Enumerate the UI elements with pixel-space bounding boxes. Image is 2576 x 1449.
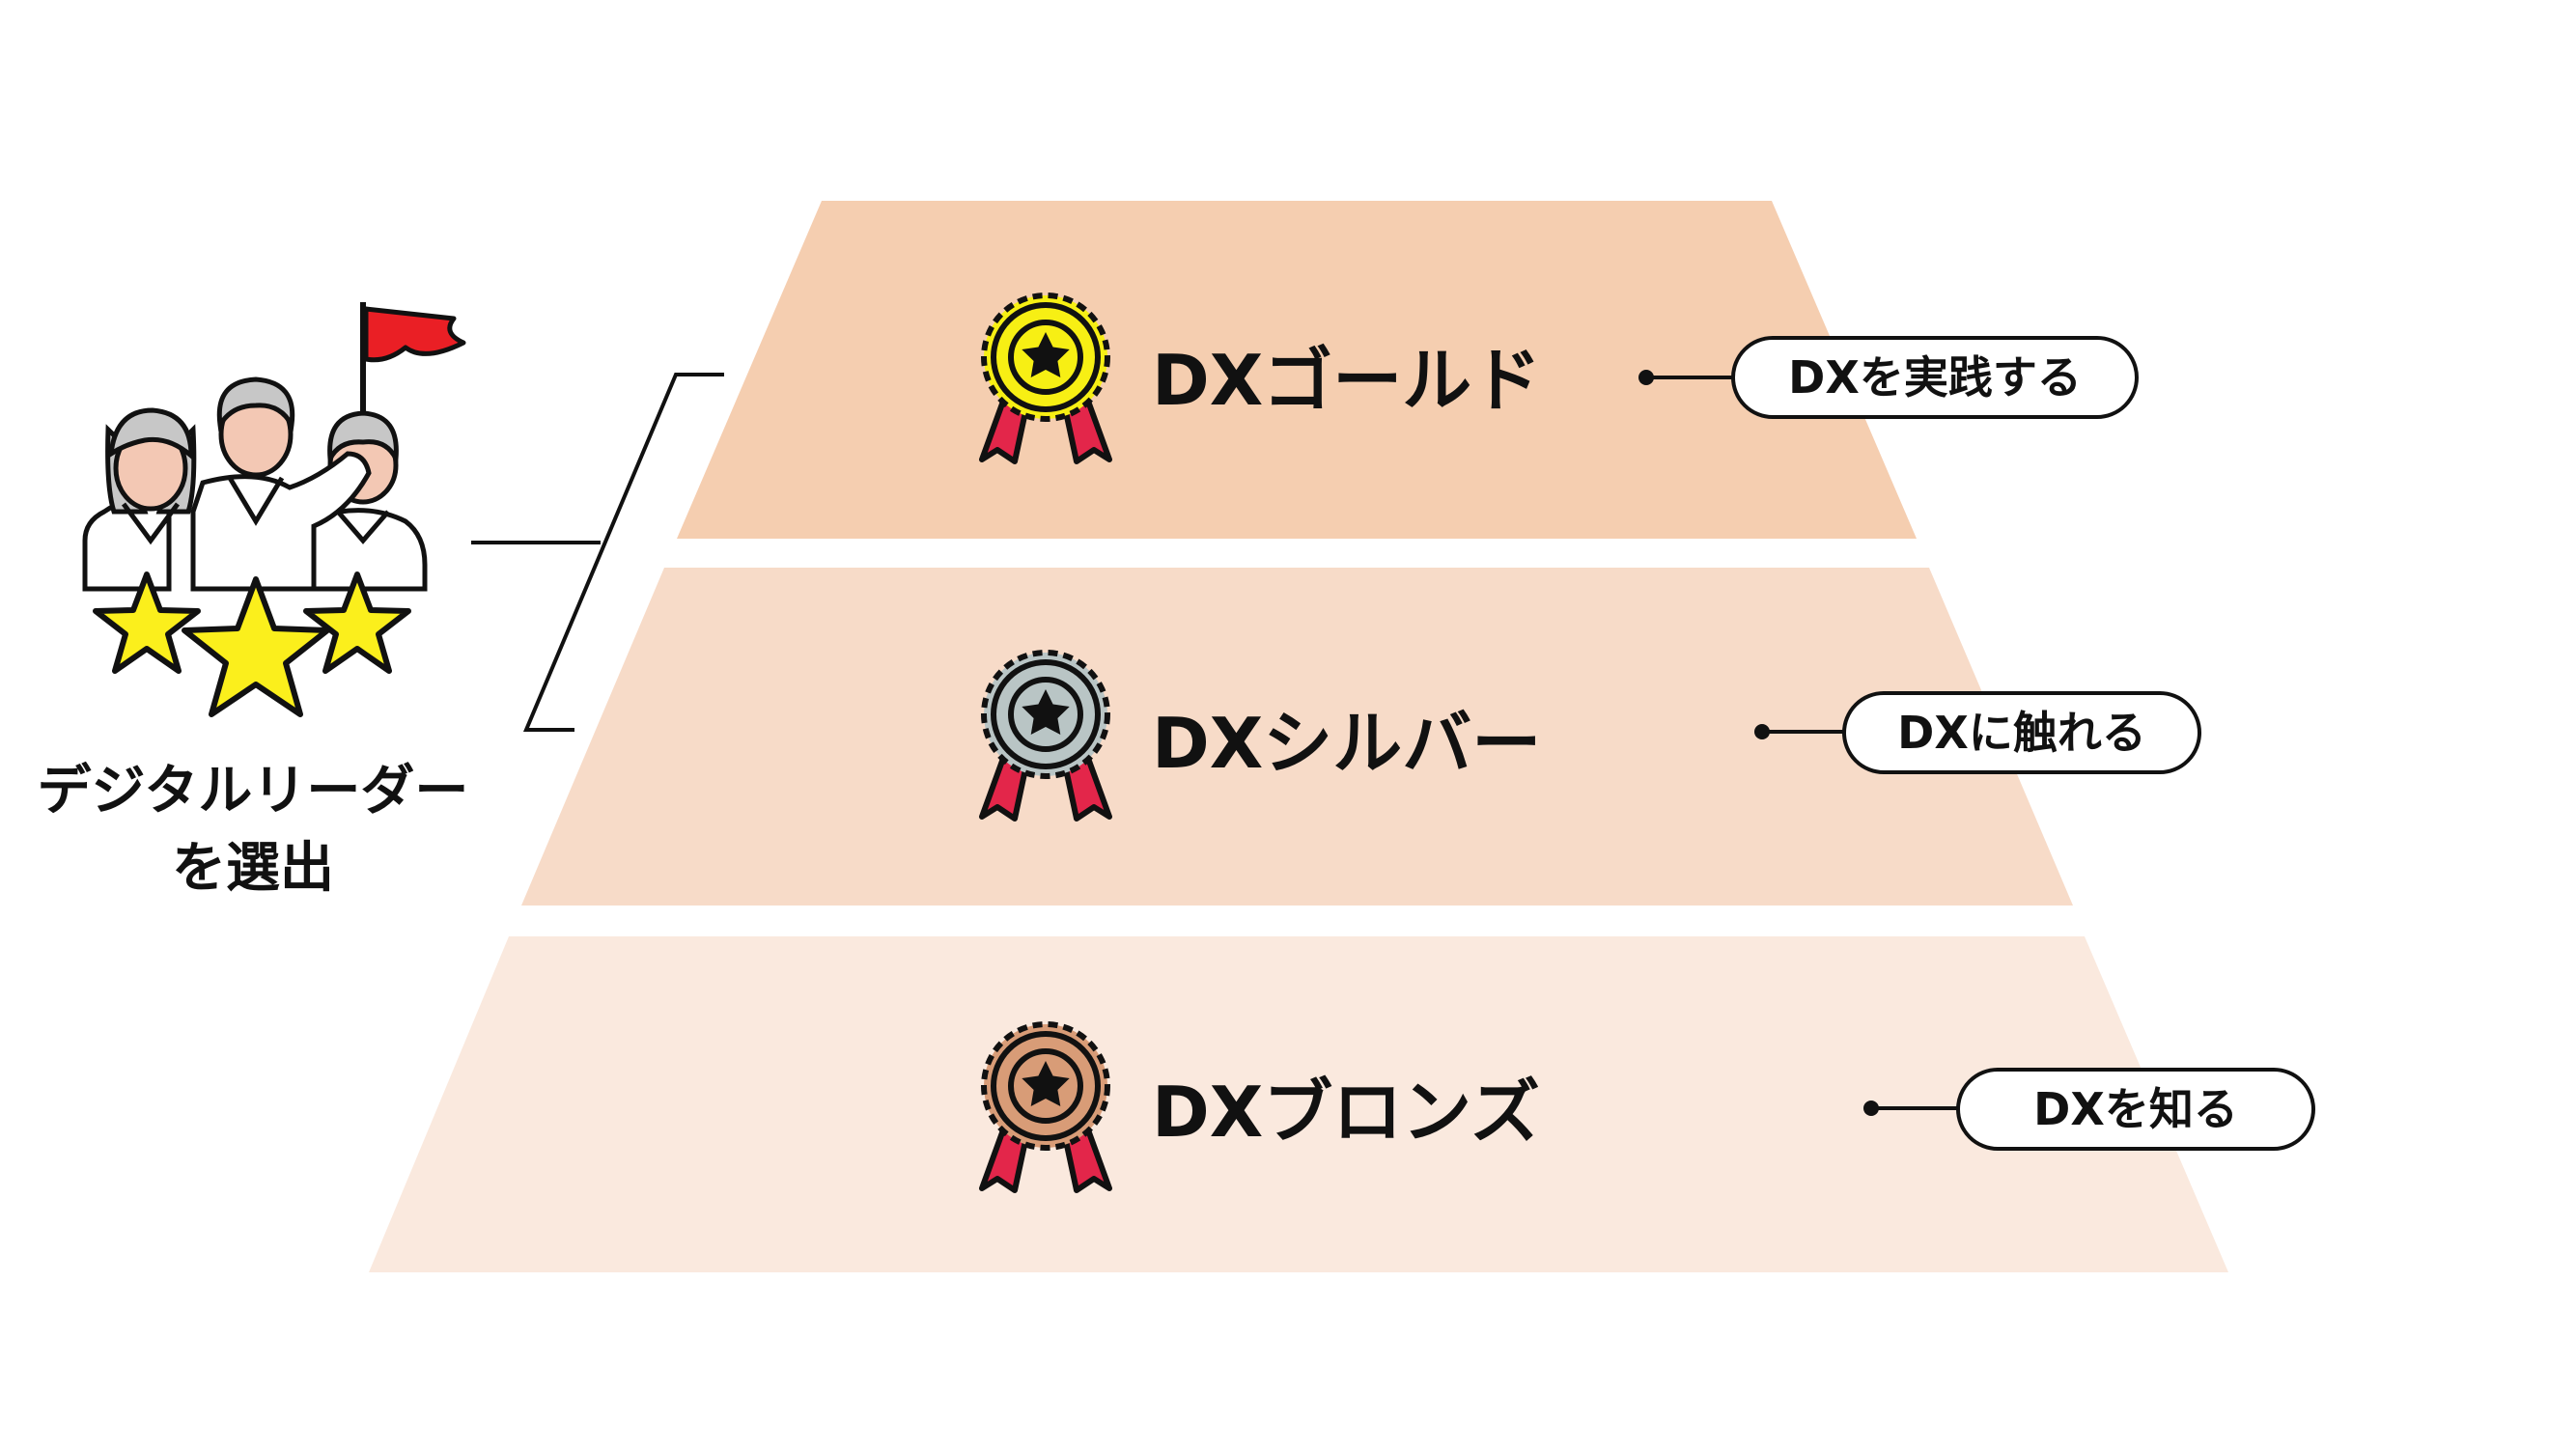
person-left-icon: [82, 407, 197, 592]
tier-silver-title: DXシルバー: [1152, 703, 1541, 784]
star-icons: [93, 571, 411, 717]
star-left-icon: [93, 571, 201, 674]
leader-label-line2: を選出: [172, 837, 334, 900]
gold-medal-icon: [982, 293, 1109, 461]
tier-bronze-description-pill: DXを知る: [1956, 1068, 2315, 1151]
team-with-stars-and-flag-icon: [82, 302, 466, 717]
leader-label-line1: デジタルリーダー: [38, 760, 469, 822]
tier-gold-description-pill: DXを実践する: [1731, 336, 2139, 419]
tier-gold-connector: [1638, 370, 1733, 385]
leader-bracket: [522, 373, 724, 732]
tier-gold-title: DXゴールド: [1152, 340, 1541, 421]
tier-bronze-band: [369, 936, 2228, 1272]
tier-silver-band: [521, 568, 2073, 906]
person-center-icon: [190, 376, 372, 592]
star-center-icon: [182, 576, 330, 717]
tier-bronze-connector: [1863, 1101, 1958, 1116]
tier-bronze-description: DXを知る: [2033, 1083, 2238, 1135]
star-right-icon: [303, 571, 411, 674]
tier-gold-description: DXを実践する: [1788, 351, 2082, 404]
tier-bronze-title: DXブロンズ: [1152, 1072, 1540, 1153]
bronze-medal-icon: [982, 1021, 1109, 1190]
tier-silver-connector: [1754, 724, 1844, 739]
tier-silver-description: DXに触れる: [1897, 707, 2146, 759]
silver-medal-icon: [982, 650, 1109, 819]
tier-silver-description-pill: DXに触れる: [1842, 691, 2201, 774]
